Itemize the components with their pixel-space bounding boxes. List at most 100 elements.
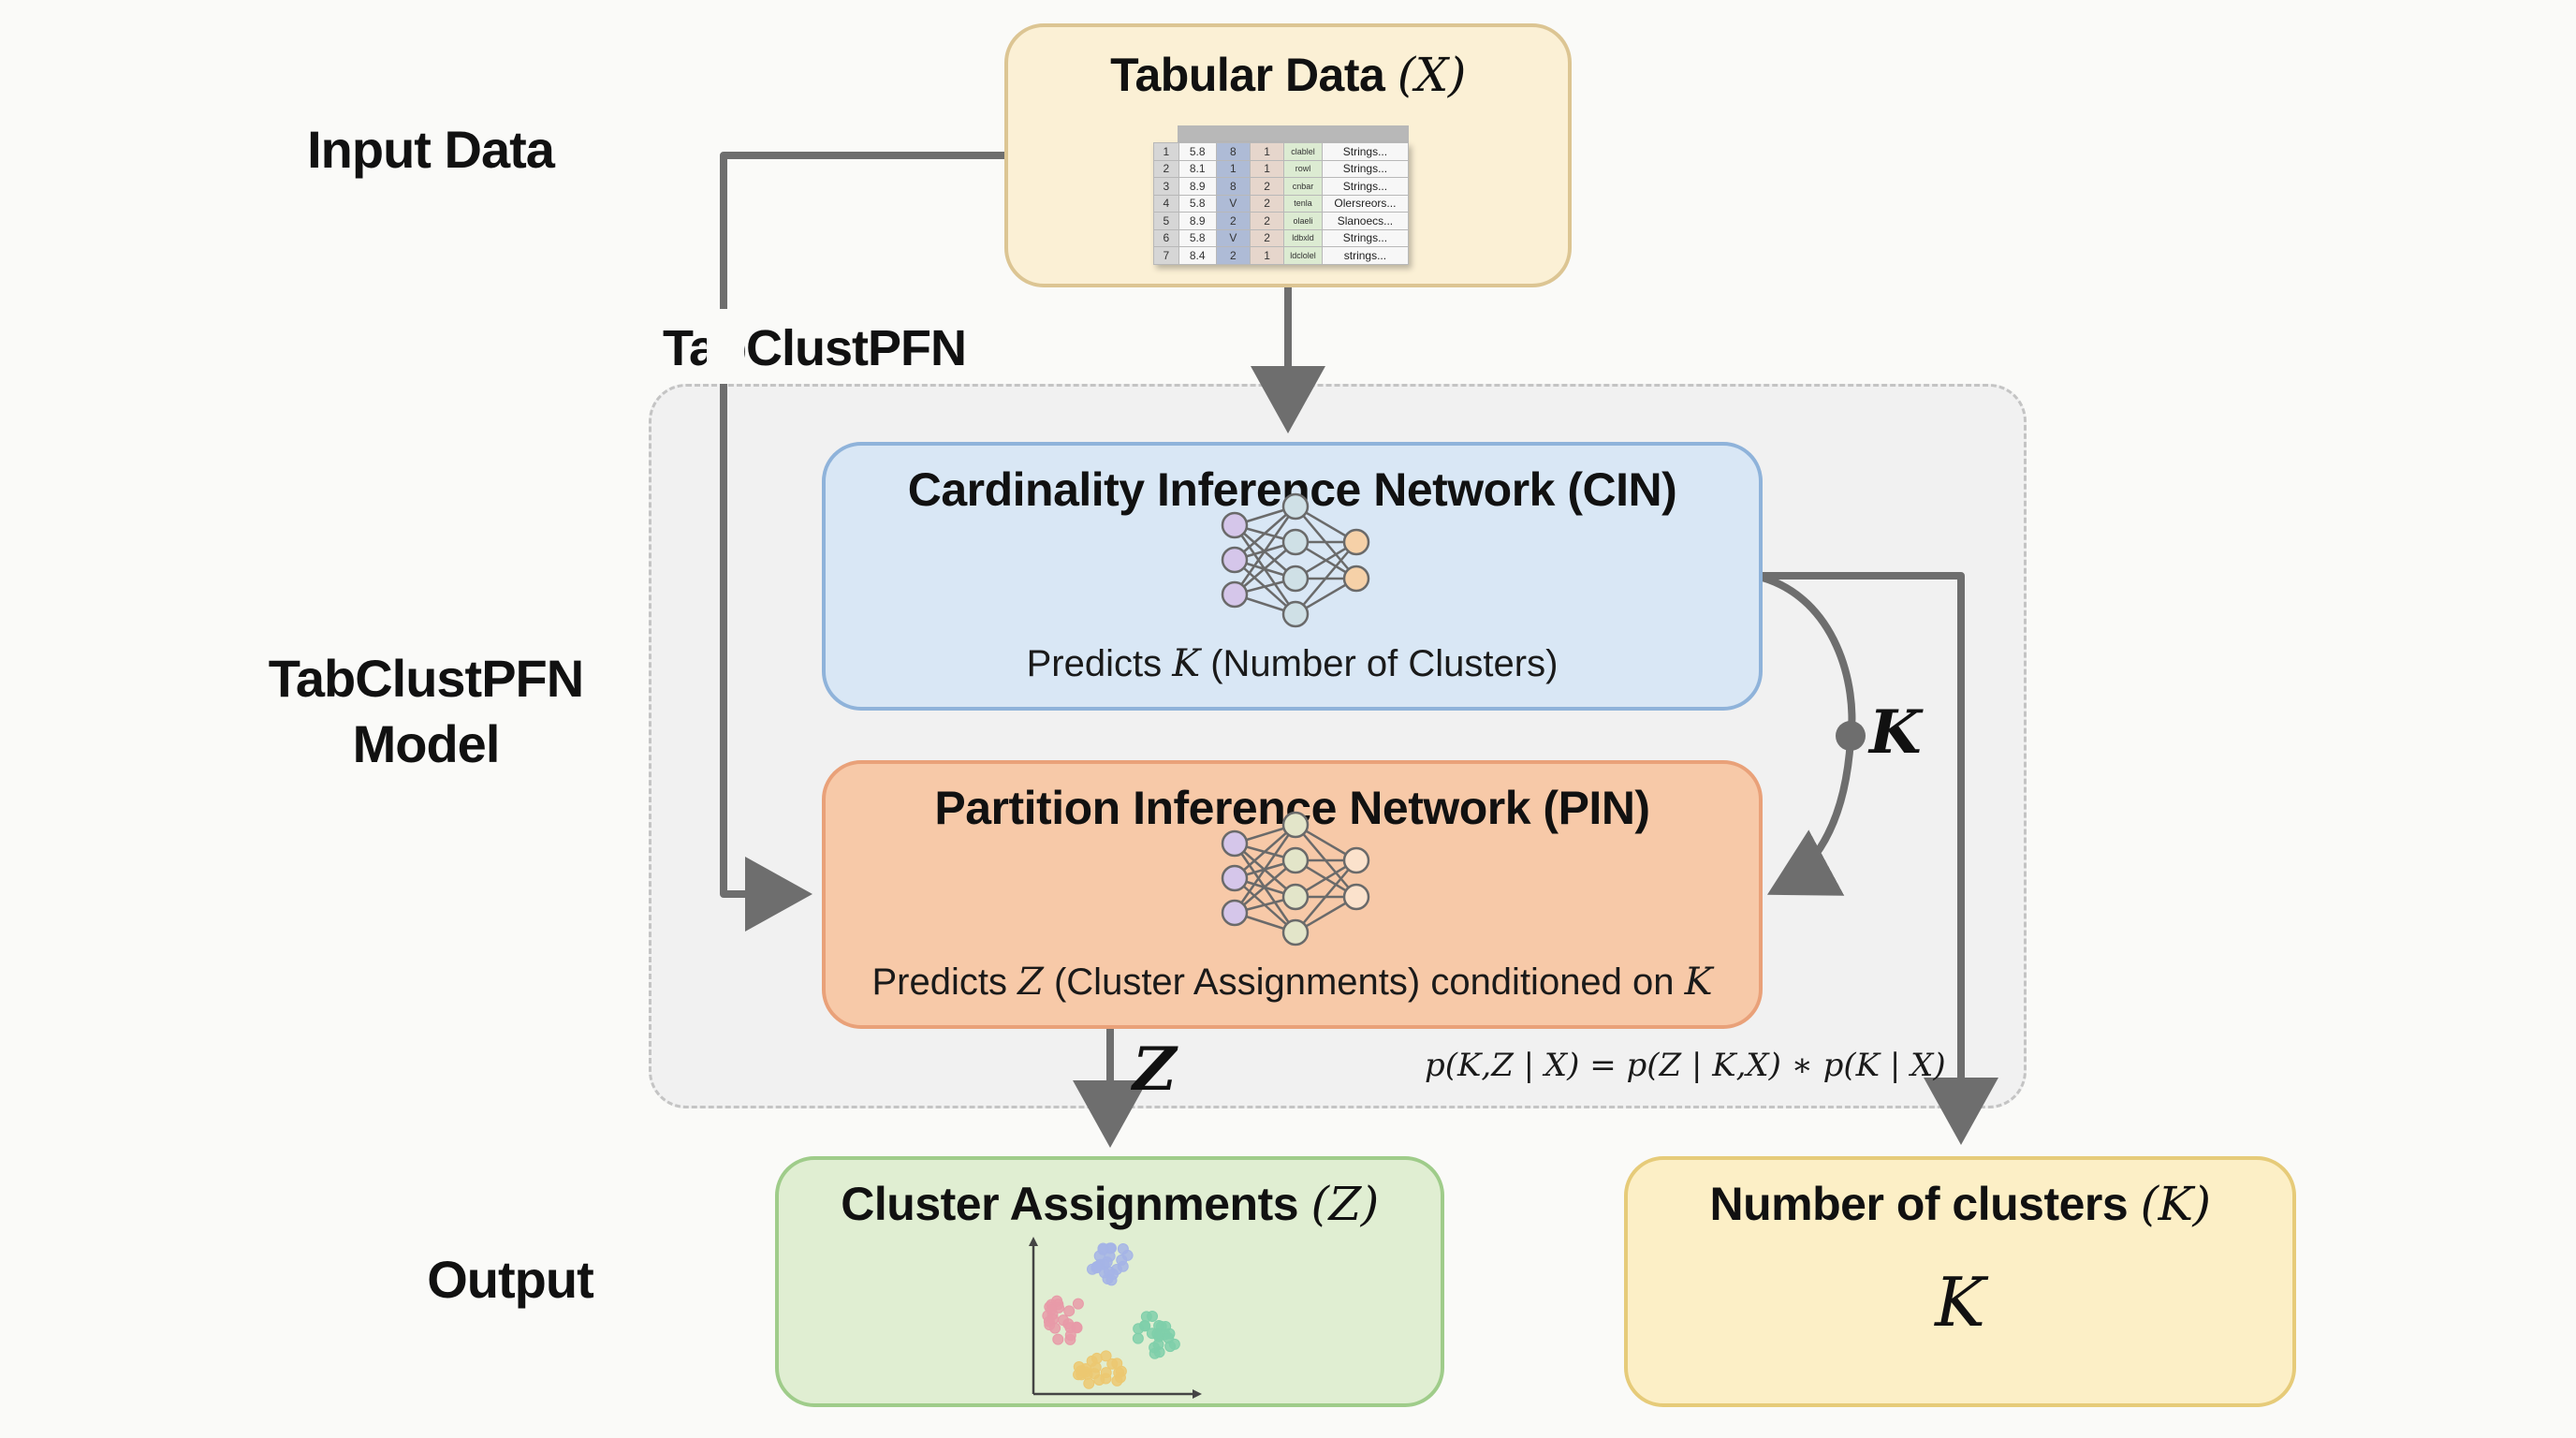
- arrow-tabular-to-pin: [720, 152, 1004, 932]
- nn-edge: [1233, 506, 1297, 595]
- section-label-model-line2: Model: [352, 714, 501, 773]
- scatter-point: [1151, 1328, 1164, 1340]
- cin-sub-var: K: [1172, 642, 1201, 685]
- scatter-point: [1075, 1365, 1087, 1377]
- table-cell: 8.1: [1178, 159, 1217, 178]
- joint-probability-formula: p(K,Z | X) = p(Z | K,X) ∗ p(K | X): [1425, 1047, 1946, 1084]
- table-cell: ldbxld: [1283, 228, 1323, 247]
- scatter-point: [1083, 1377, 1095, 1389]
- table-cell: V: [1215, 228, 1251, 247]
- table-cell: olaeli: [1283, 212, 1323, 230]
- table-cell: Olersreors...: [1321, 194, 1410, 213]
- table-cell: 2: [1215, 212, 1251, 230]
- scatter-point: [1111, 1374, 1123, 1387]
- table-cell: Strings...: [1321, 159, 1410, 178]
- pin-sub-pre: Predicts: [871, 961, 1018, 1003]
- nn-edge: [1295, 859, 1357, 933]
- table-cell: 1: [1250, 142, 1285, 161]
- nn-node: [1281, 600, 1310, 628]
- edge-label-z: Z: [1133, 1034, 1177, 1105]
- neural-network-icon: [1221, 492, 1370, 628]
- nn-edge: [1295, 541, 1357, 615]
- table-cell: Strings...: [1321, 228, 1410, 247]
- pin-subtitle: Predicts Z (Cluster Assignments) conditi…: [826, 961, 1759, 1004]
- scatter-point: [1072, 1298, 1084, 1310]
- arrow-cin-to-num-clusters: [1763, 572, 1998, 1145]
- nn-node: [1342, 565, 1370, 593]
- table-cell: V: [1215, 194, 1251, 213]
- nn-edge: [1234, 506, 1296, 561]
- pin-box: Partition Inference Network (PIN) Predic…: [822, 760, 1763, 1029]
- table-cell: tenla: [1283, 194, 1323, 213]
- nn-edge: [1234, 859, 1296, 914]
- edge-label-k: K: [1869, 697, 1922, 768]
- table-cell: 8.9: [1178, 177, 1217, 196]
- scatter-axes: [1032, 1244, 1194, 1396]
- nn-node: [1342, 883, 1370, 911]
- scatter-point: [1097, 1242, 1109, 1255]
- table-cell: Strings...: [1321, 142, 1410, 161]
- table-cell: 8: [1215, 177, 1251, 196]
- nn-node: [1281, 528, 1310, 556]
- nn-node: [1221, 829, 1249, 858]
- table-cell: 2: [1250, 177, 1285, 196]
- scatter-point: [1071, 1322, 1083, 1334]
- table-cell: 2: [1250, 194, 1285, 213]
- scatter-point: [1152, 1339, 1164, 1351]
- nn-node: [1281, 846, 1310, 874]
- table-cell: strings...: [1321, 246, 1410, 265]
- section-label-input: Input Data: [307, 120, 555, 179]
- scatter-point: [1100, 1350, 1112, 1362]
- nn-node: [1281, 565, 1310, 593]
- nn-node: [1221, 580, 1249, 609]
- scatter-point: [1090, 1260, 1103, 1272]
- table-cell: cnbar: [1283, 177, 1323, 196]
- scatter-point: [1051, 1295, 1063, 1307]
- num-title-var: (K): [2140, 1177, 2211, 1231]
- cluster-assignments-box: Cluster Assignments (Z): [775, 1156, 1444, 1407]
- scatter-point: [1163, 1332, 1175, 1344]
- scatter-point: [1121, 1249, 1134, 1261]
- nn-node: [1221, 864, 1249, 892]
- scatter-point: [1049, 1322, 1061, 1334]
- table-cell: 3: [1153, 177, 1179, 196]
- table-cell: 1: [1215, 159, 1251, 178]
- scatter-point: [1133, 1323, 1145, 1335]
- y-axis-arrow: [1029, 1237, 1038, 1246]
- scatter-point: [1047, 1313, 1060, 1325]
- number-of-clusters-title: Number of clusters (K): [1628, 1177, 2292, 1231]
- table-header: [1178, 125, 1409, 142]
- section-label-model-line1: TabClustPFN: [268, 649, 584, 708]
- scatter-point: [1100, 1372, 1112, 1385]
- table-cell: 8.9: [1178, 212, 1217, 230]
- nn-node: [1221, 511, 1249, 539]
- scatter-point: [1046, 1303, 1058, 1315]
- scatter-point: [1140, 1311, 1152, 1323]
- tabular-title-text: Tabular Data: [1110, 49, 1398, 101]
- scatter-point: [1132, 1332, 1144, 1344]
- nn-node: [1342, 846, 1370, 874]
- num-title-text: Number of clusters: [1709, 1178, 2141, 1230]
- k-junction-dot: [1836, 721, 1866, 751]
- scatter-point: [1107, 1269, 1120, 1281]
- table-cell: Slanoecs...: [1321, 212, 1410, 230]
- x-axis-arrow: [1193, 1389, 1202, 1399]
- table-cell: 2: [1153, 159, 1179, 178]
- number-of-clusters-box: Number of clusters (K) K: [1624, 1156, 2296, 1407]
- scatter-point: [1101, 1255, 1113, 1268]
- table-cell: 2: [1215, 246, 1251, 265]
- table-cell: rowl: [1283, 159, 1323, 178]
- table-cell: 5.8: [1178, 228, 1217, 247]
- section-label-model: TabClustPFN Model: [243, 646, 608, 777]
- scatter-point: [1086, 1355, 1098, 1367]
- table-cell: 6: [1153, 228, 1179, 247]
- nn-edge: [1234, 824, 1296, 879]
- table-cell: ldclolel: [1283, 246, 1323, 265]
